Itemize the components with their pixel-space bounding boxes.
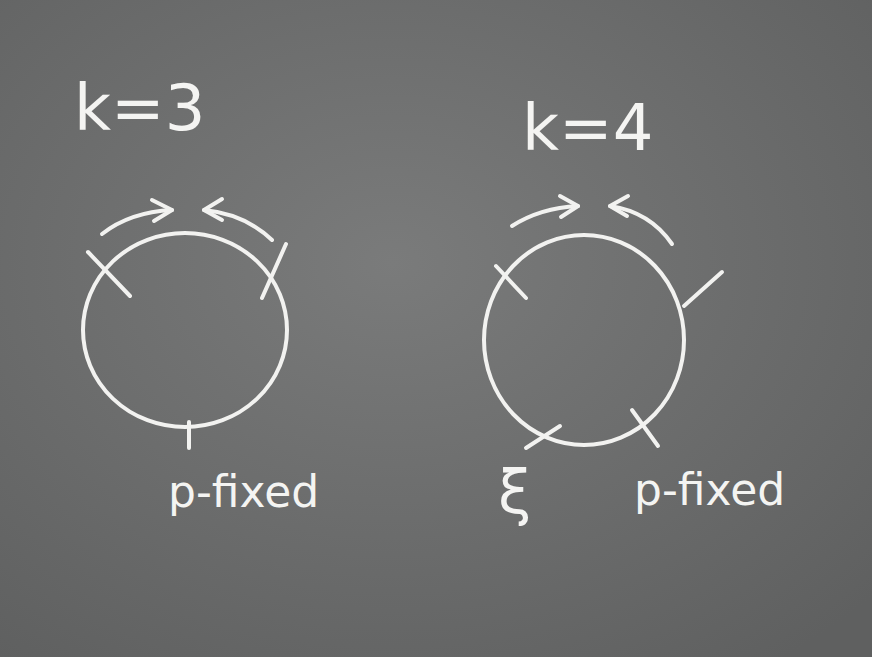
case-label: k=3 [74,76,205,140]
arrow-head [610,196,628,216]
point-label: p-fixed [634,468,785,512]
tick-mark [187,422,191,448]
tick-mark [632,410,658,446]
tick-mark [526,426,560,448]
tick-mark [496,266,526,298]
arrow-head [560,196,578,217]
circle [484,235,684,445]
case-label: k=4 [522,96,653,160]
tick-mark [684,272,722,306]
arrow-head [204,199,222,220]
point-label: ξ [498,462,531,522]
point-label: p-fixed [168,470,319,514]
curved-arrow [512,206,578,226]
curved-arrow [102,210,172,234]
tick-mark [262,244,286,298]
arrow-head [152,200,172,221]
circle [83,233,287,427]
tick-mark [88,252,130,296]
